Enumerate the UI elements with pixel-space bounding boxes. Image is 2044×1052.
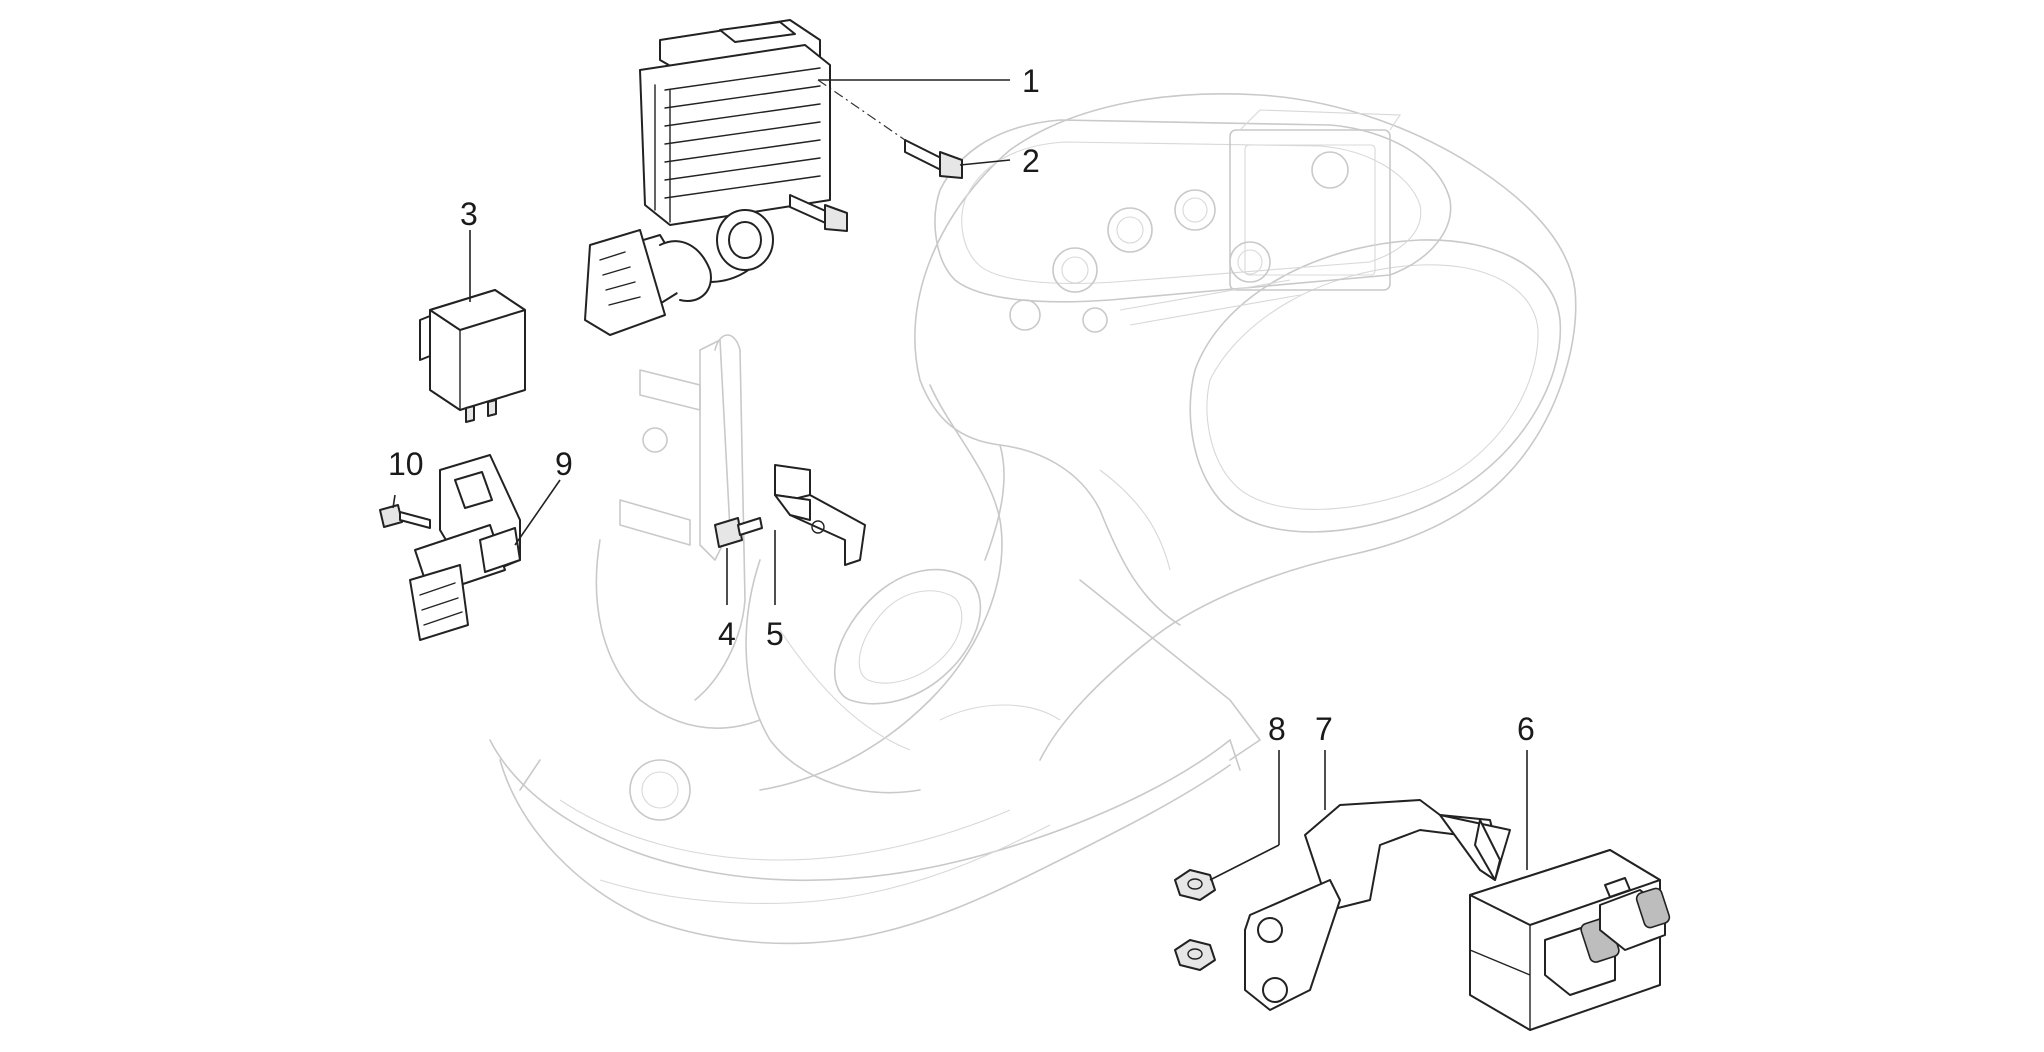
- callout-7: 7: [1315, 711, 1333, 747]
- part-bracket-large: [1244, 799, 1511, 1011]
- callout-10: 10: [388, 446, 424, 482]
- callout-4: 4: [718, 616, 736, 652]
- callout-1: 1: [1022, 63, 1040, 99]
- part-bracket-bolt: [714, 517, 763, 548]
- part-voltage-regulator: [584, 19, 831, 336]
- part-nuts: [1174, 869, 1216, 971]
- part-module-screw: [379, 504, 431, 529]
- callout-5: 5: [766, 616, 784, 652]
- leader-lines: [392, 79, 1528, 881]
- callout-8: 8: [1268, 711, 1286, 747]
- callout-6: 6: [1517, 711, 1535, 747]
- part-relay: [419, 289, 526, 423]
- callouts: 1 2 3 4 5 6 7 8 9 10: [388, 63, 1535, 747]
- callout-9: 9: [555, 446, 573, 482]
- part-electronic-module: [409, 454, 521, 641]
- part-control-unit: [1469, 849, 1671, 1031]
- callout-3: 3: [460, 196, 478, 232]
- part-bracket-small: [774, 464, 866, 566]
- callout-2: 2: [1022, 143, 1040, 179]
- part-regulator-screws: [789, 139, 963, 232]
